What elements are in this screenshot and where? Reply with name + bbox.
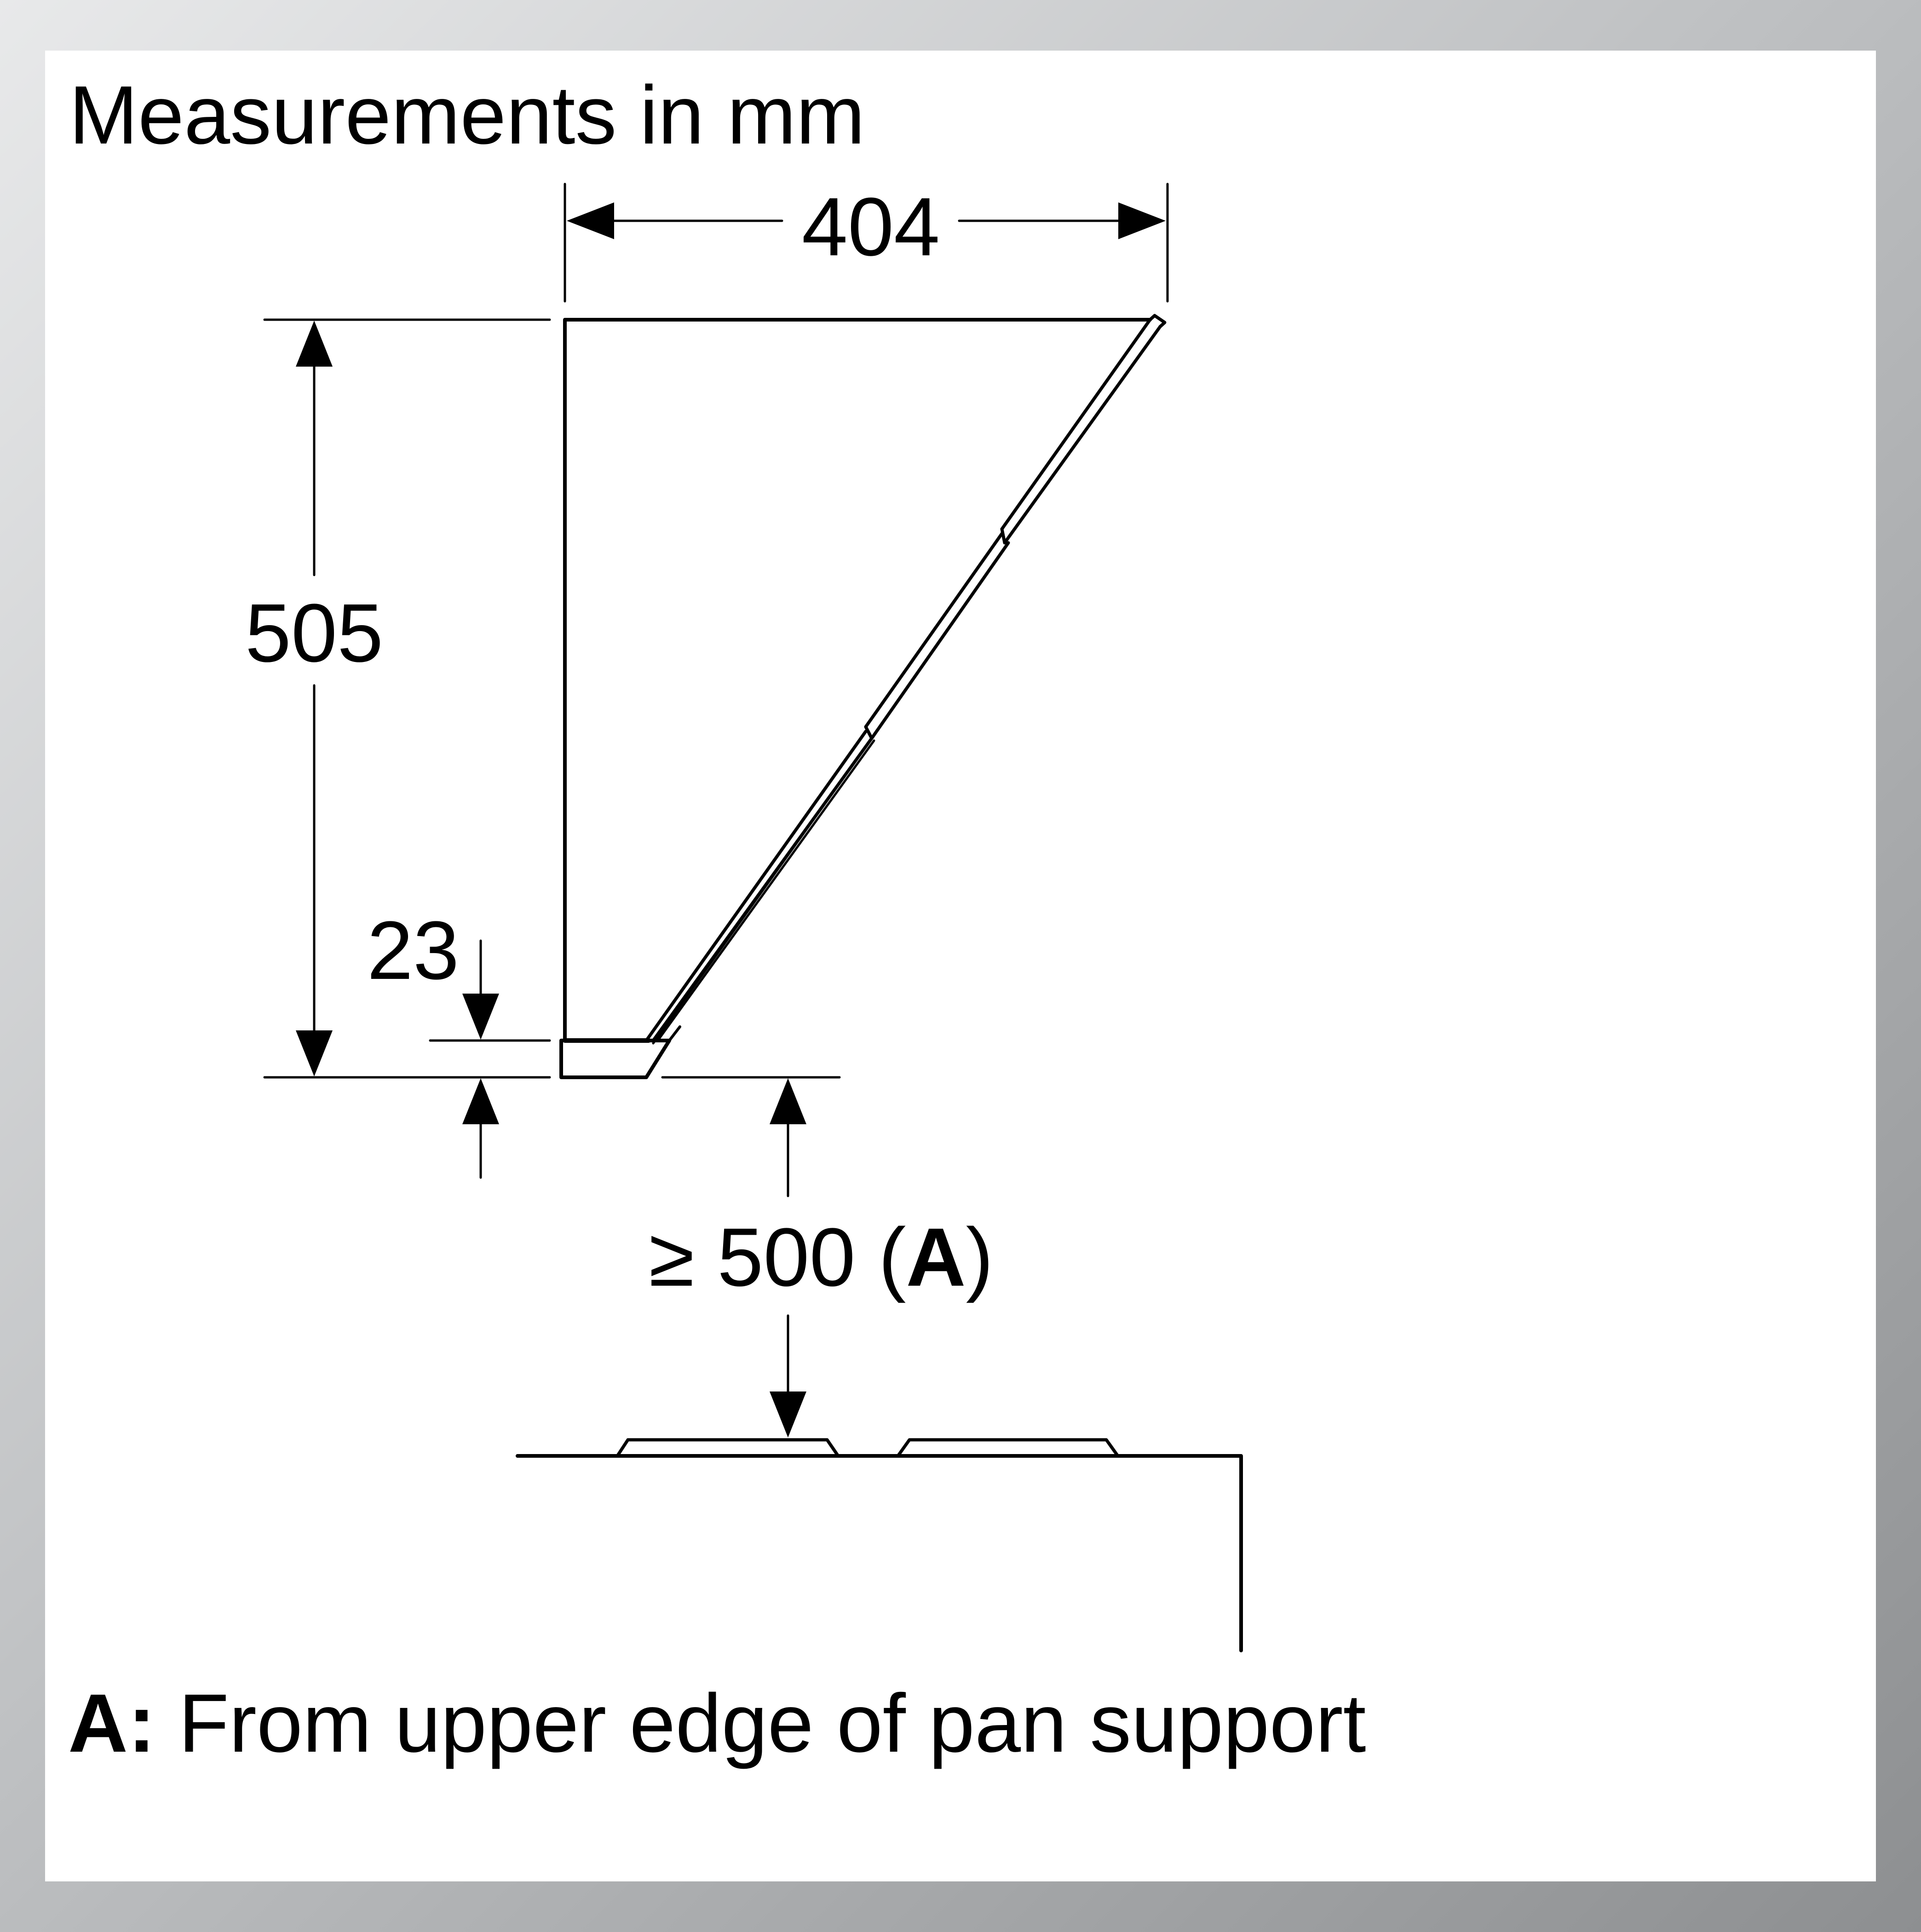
glass-outer-edge bbox=[656, 739, 875, 1042]
width-arrow-left-icon bbox=[567, 202, 614, 239]
hood-back-and-top bbox=[563, 318, 1152, 1042]
glass-segment-3a bbox=[644, 730, 868, 1042]
footnote-key: A: bbox=[68, 1677, 155, 1770]
thickness-label: 23 bbox=[367, 904, 459, 997]
footnote: A: From upper edge of pan support bbox=[68, 1677, 1366, 1770]
glass-joint-1 bbox=[1000, 527, 1007, 545]
min-distance-arrow-up-icon bbox=[770, 1078, 806, 1124]
thickness-arrow-down-icon bbox=[462, 994, 499, 1040]
min-distance-dimension: ≥ 500 (A) bbox=[649, 1076, 994, 1438]
height-arrow-bottom-icon bbox=[296, 1030, 333, 1076]
worktop-outline bbox=[516, 1454, 1243, 1652]
width-arrow-right-icon bbox=[1118, 202, 1166, 239]
glass-segment-1b bbox=[1003, 325, 1162, 545]
glass-inner-edge bbox=[652, 737, 873, 1045]
hob-worktop bbox=[516, 1438, 1243, 1652]
glass-joint-2 bbox=[864, 725, 874, 740]
min-distance-prefix: ≥ 500 ( bbox=[649, 1211, 906, 1304]
min-distance-suffix: ) bbox=[966, 1211, 994, 1304]
glass-segment-2b bbox=[870, 541, 1010, 740]
height-label: 505 bbox=[245, 587, 383, 679]
glass-segment-2a bbox=[864, 532, 1004, 729]
height-arrow-top-icon bbox=[296, 321, 333, 367]
glass-segment-1a bbox=[1000, 318, 1152, 531]
height-dimension: 505 bbox=[245, 318, 551, 1079]
glass-base-tip bbox=[668, 1025, 681, 1042]
pan-support-right bbox=[896, 1438, 1120, 1458]
pan-support-left bbox=[615, 1438, 840, 1458]
drawing-panel bbox=[45, 51, 1876, 1881]
hood-top-tip bbox=[1148, 314, 1167, 328]
width-dimension: 404 bbox=[564, 181, 1169, 303]
hood-outline bbox=[559, 314, 1167, 1079]
min-distance-label: ≥ 500 (A) bbox=[649, 1211, 993, 1304]
width-label: 404 bbox=[802, 181, 940, 273]
page-title: Measurements in mm bbox=[69, 69, 865, 161]
min-distance-ref: A bbox=[906, 1211, 966, 1304]
min-distance-arrow-down-icon bbox=[770, 1392, 806, 1438]
hood-base-block bbox=[559, 1039, 671, 1079]
thickness-dimension: 23 bbox=[367, 904, 551, 1179]
thickness-arrow-up-icon bbox=[462, 1078, 499, 1124]
footnote-text: From upper edge of pan support bbox=[155, 1677, 1366, 1770]
